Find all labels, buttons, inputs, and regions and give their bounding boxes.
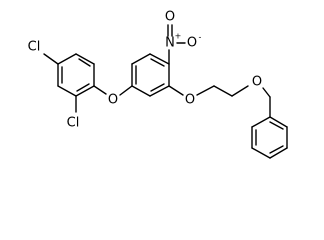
nitro-o-charge: - — [199, 33, 202, 42]
bond-o-ch2-benzyl — [262, 87, 271, 98]
atom-o-ether-left: O — [108, 93, 118, 108]
atom-nitro-o-right: O — [187, 36, 197, 51]
bond-ring-o-left — [93, 85, 107, 95]
nitrophenyl-ring — [131, 53, 170, 97]
nitro-n-charge: + — [175, 32, 182, 41]
atom-o-ether-right: O — [252, 75, 262, 90]
bond-ch2-ch2 — [213, 85, 233, 97]
atom-o-ether-mid: O — [185, 93, 195, 108]
atom-nitro-n: N — [165, 36, 175, 51]
atom-nitro-o-top: O — [165, 10, 175, 25]
bond-cl-top — [43, 53, 59, 65]
bond-ch2-o — [231, 85, 249, 97]
bond-o-ring-center — [119, 85, 133, 96]
atom-cl-bottom: Cl — [67, 116, 80, 131]
atom-cl-top: Cl — [28, 40, 41, 55]
bond-o-ch2-a — [196, 85, 215, 96]
benzyl-phenyl-ring — [251, 116, 288, 159]
chemical-structure-diagram: Cl Cl O N + O O - O O — [28, 10, 288, 159]
bond-ring-o-mid — [168, 85, 184, 96]
dichlorophenyl-ring — [57, 53, 95, 97]
